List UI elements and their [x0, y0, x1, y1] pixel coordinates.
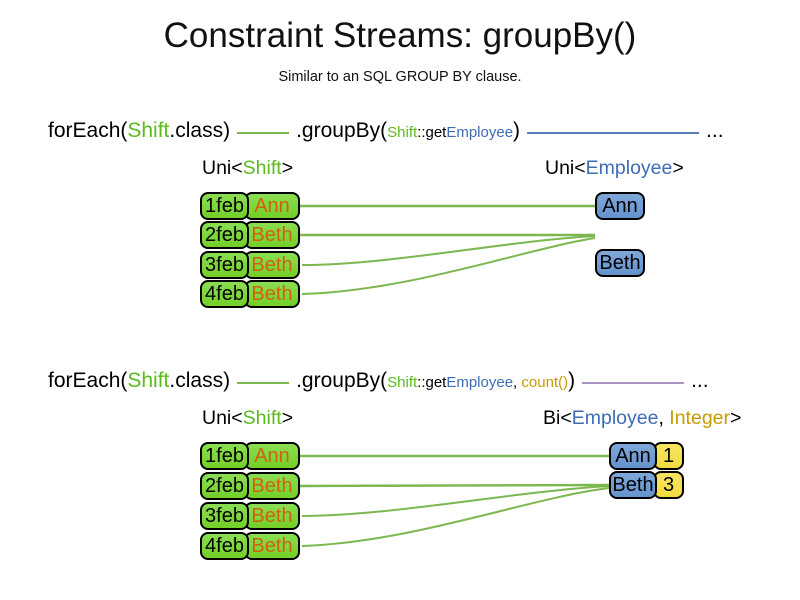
s2-name-cell-3: Beth: [244, 502, 300, 530]
s1-shift-row-3: 3feb Beth: [200, 251, 300, 279]
s1-code-line: forEach(Shift.class) .groupBy(Shift::get…: [48, 117, 724, 145]
s1-shift-row-4: 4feb Beth: [200, 280, 300, 308]
s2-arg-comma: ,: [513, 374, 522, 391]
s2-shift-row-3: 3feb Beth: [200, 502, 300, 530]
s2-name-cell-1: Ann: [244, 442, 300, 470]
s1-name-cell-2: Beth: [244, 221, 300, 249]
s2-code-line: forEach(Shift.class) .groupBy(Shift::get…: [48, 367, 709, 395]
s2-arg-employee: Employee: [446, 374, 514, 391]
page-title: Constraint Streams: groupBy(): [163, 16, 637, 55]
s2-shift-row-1: 1feb Ann: [200, 442, 300, 470]
s2-link-3feb-beth: [301, 485, 610, 517]
s1-date-cell-4: 4feb: [200, 280, 249, 308]
s2-group-row-ann: Ann 1: [609, 442, 684, 470]
s1-left-type-label: Uni<Shift>: [202, 157, 294, 179]
s1-shift-class-token: Shift: [127, 119, 170, 142]
s1-arg-employee: Employee: [446, 124, 514, 141]
s1-name-cell-4: Beth: [244, 280, 300, 308]
s2-stream-line-purple: [582, 382, 685, 384]
s2-date-cell-2: 2feb: [200, 472, 249, 500]
s1-group-ann: Ann: [595, 192, 645, 220]
s2-right-type-label: Bi<Employee, Integer>: [543, 407, 742, 429]
s2-shift-row-2: 2feb Beth: [200, 472, 300, 500]
s2-date-cell-3: 3feb: [200, 502, 249, 530]
s1-group-beth: Beth: [595, 249, 645, 277]
s2-group-beth: Beth: [609, 471, 657, 499]
s2-stream-line-green: [237, 382, 290, 384]
s1-stream-line-blue: [527, 132, 700, 134]
s2-foreach-call: forEach(Shift.class): [48, 369, 231, 392]
s2-group-ann: Ann: [609, 442, 657, 470]
s1-name-cell-3: Beth: [244, 251, 300, 279]
s1-name-cell-1: Ann: [244, 192, 300, 220]
s1-right-type-label: Uni<Employee>: [545, 157, 684, 179]
s2-arg-count: count(): [521, 374, 569, 391]
s1-shift-row-2: 2feb Beth: [200, 221, 300, 249]
s2-count-ann: 1: [653, 442, 684, 470]
s2-arg-shift: Shift: [387, 374, 418, 391]
s2-arg-getter: ::get: [417, 374, 447, 391]
s2-link-4feb-beth: [301, 487, 610, 547]
s1-ellipsis: ...: [706, 119, 724, 142]
s2-shift-class-token: Shift: [127, 369, 170, 392]
s1-stream-line-green: [237, 132, 290, 134]
s2-count-beth: 3: [653, 471, 684, 499]
s1-date-cell-2: 2feb: [200, 221, 249, 249]
s2-link-2feb-beth: [299, 483, 610, 488]
s1-arg-shift: Shift: [387, 124, 418, 141]
s1-arg-getter: ::get: [417, 124, 447, 141]
s2-name-cell-4: Beth: [244, 532, 300, 560]
s1-date-cell-1: 1feb: [200, 192, 249, 220]
s2-groupby-call: .groupBy(Shift::getEmployee, count()): [296, 369, 576, 392]
s1-link-3feb-beth: [301, 235, 596, 266]
s1-foreach-call: forEach(Shift.class): [48, 119, 231, 142]
s1-shift-row-1: 1feb Ann: [200, 192, 300, 220]
s2-left-type-label: Uni<Shift>: [202, 407, 294, 429]
s2-name-cell-2: Beth: [244, 472, 300, 500]
s2-group-row-beth: Beth 3: [609, 471, 684, 499]
s1-groupby-call: .groupBy(Shift::getEmployee): [296, 119, 521, 142]
s1-link-4feb-beth: [301, 237, 596, 295]
s2-date-cell-4: 4feb: [200, 532, 249, 560]
s1-date-cell-3: 3feb: [200, 251, 249, 279]
page-subtitle: Similar to an SQL GROUP BY clause.: [278, 69, 522, 85]
s2-date-cell-1: 1feb: [200, 442, 249, 470]
s2-ellipsis: ...: [691, 369, 709, 392]
s2-shift-row-4: 4feb Beth: [200, 532, 300, 560]
